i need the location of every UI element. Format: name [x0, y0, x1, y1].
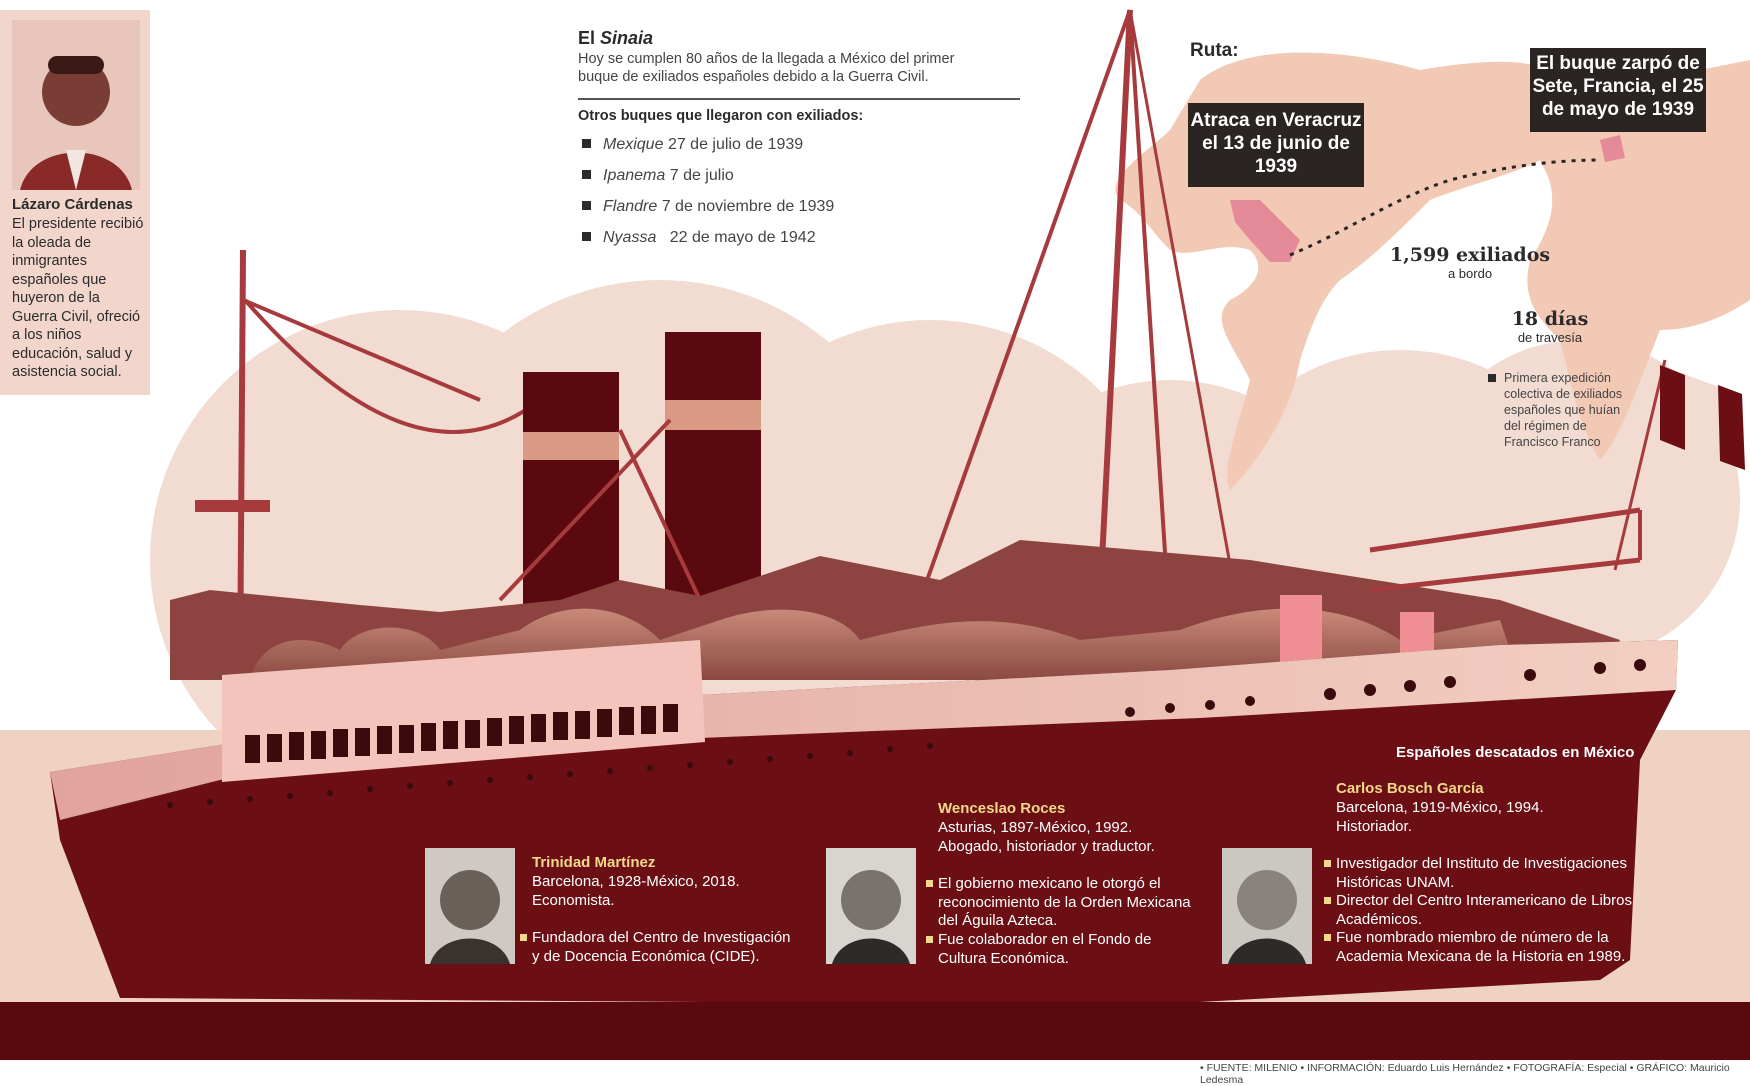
- ship-name: Flandre: [603, 198, 658, 215]
- bullet-icon: [1488, 374, 1496, 382]
- lazaro-cardenas-portrait: [12, 20, 140, 190]
- portrait-panel: [0, 10, 150, 395]
- bullet-icon: [1324, 934, 1331, 941]
- photo-wenceslao-roces: [826, 848, 916, 964]
- person-bullet: El gobierno mexicano le otorgó el recono…: [926, 875, 1203, 931]
- person-origin: Barcelona, 1928-México, 2018.: [532, 873, 740, 890]
- other-ships-heading: Otros buques que llegaron con exiliados:: [578, 108, 864, 124]
- ship-date: 7 de julio: [669, 167, 734, 184]
- person-origin: Asturias, 1897-México, 1992.: [938, 819, 1133, 836]
- ship-name: Ipanema: [603, 167, 666, 184]
- bullet-icon: [520, 934, 527, 941]
- person-bullet: Investigador del Instituto de Investigac…: [1324, 855, 1646, 892]
- days-count: 18 días: [1511, 308, 1589, 330]
- funnels: [498, 332, 761, 622]
- person-role: Historiador.: [1336, 818, 1412, 835]
- route-label: Ruta:: [1190, 40, 1239, 61]
- bullet-icon: [926, 880, 933, 887]
- bullet-icon: [926, 936, 933, 943]
- person-name: Wenceslao Roces: [938, 800, 1066, 817]
- bullet-icon: [582, 139, 591, 148]
- first-expedition-text: Primera expedición colectiva de exiliado…: [1504, 371, 1623, 449]
- photo-carlos-bosch-garcia: [1222, 848, 1312, 964]
- person-name: Carlos Bosch García: [1336, 780, 1484, 797]
- days-sub: de travesía: [1517, 330, 1583, 345]
- portholes: [167, 659, 1646, 808]
- bullet-icon: [1324, 897, 1331, 904]
- portrait-bio: El presidente recibió la oleada de inmig…: [12, 216, 144, 380]
- ship-name: Mexique: [603, 136, 664, 153]
- other-ship-item: Nyassa 22 de mayo de 1942: [582, 229, 816, 247]
- person-bullet: Fundadora del Centro de Investigación y …: [520, 929, 802, 966]
- divider: [578, 98, 1020, 100]
- person-name: Trinidad Martínez: [532, 854, 656, 871]
- person-bullet: Fue nombrado miembro de número de la Aca…: [1324, 929, 1646, 966]
- intro-text: Hoy se cumplen 80 años de la llegada a M…: [578, 51, 955, 85]
- bullet-text: El gobierno mexicano le otorgó el recono…: [938, 875, 1191, 929]
- exiles-sub: a bordo: [1447, 266, 1493, 281]
- portrait-name: Lázaro Cárdenas: [12, 196, 133, 213]
- masts: [195, 9, 1242, 681]
- bullet-text: Fundadora del Centro de Investigación y …: [532, 929, 791, 965]
- exiles-stat: 1,599 exiliados a bordo: [1380, 244, 1560, 281]
- bullet-text: Fue colaborador en el Fondo de Cultura E…: [938, 931, 1152, 967]
- person-bullet: Fue colaborador en el Fondo de Cultura E…: [926, 931, 1203, 968]
- ship-date: 7 de noviembre de 1939: [661, 198, 835, 215]
- mexican-flag-icon: [1613, 359, 1745, 571]
- other-ship-item: Flandre 7 de noviembre de 1939: [582, 198, 834, 216]
- bullet-text: Fue nombrado miembro de número de la Aca…: [1336, 929, 1626, 965]
- title-ship-name: Sinaia: [600, 28, 654, 48]
- person-role: Economista.: [532, 892, 615, 909]
- ship-date: 22 de mayo de 1942: [669, 229, 816, 246]
- ship-windows: [245, 704, 678, 763]
- arrival-callout: Atraca en Veracruz el 13 de junio de 193…: [1188, 103, 1364, 187]
- people-heading: Españoles descatados en México: [1396, 744, 1635, 761]
- ship-date: 27 de julio de 1939: [667, 136, 804, 153]
- departure-callout: El buque zarpó de Sete, Francia, el 25 d…: [1530, 48, 1706, 132]
- photo-trinidad-martinez: [425, 848, 515, 964]
- bullet-text: Investigador del Instituto de Investigac…: [1336, 855, 1628, 891]
- bullet-icon: [582, 201, 591, 210]
- bullet-icon: [582, 232, 591, 241]
- other-ship-item: Mexique 27 de julio de 1939: [582, 136, 803, 154]
- other-ship-item: Ipanema 7 de julio: [582, 167, 734, 185]
- person-role: Abogado, historiador y traductor.: [938, 838, 1155, 855]
- exiles-count: 1,599 exiliados: [1389, 244, 1551, 266]
- bullet-icon: [582, 170, 591, 179]
- person-bullet: Director del Centro Interamericano de Li…: [1324, 892, 1646, 929]
- page-title: El Sinaia: [578, 28, 653, 49]
- bullet-text: Director del Centro Interamericano de Li…: [1336, 892, 1632, 928]
- ship-name: Nyassa: [603, 229, 657, 246]
- title-prefix: El: [578, 28, 596, 48]
- bullet-icon: [1324, 860, 1331, 867]
- credits-footer: • FUENTE: MILENIO • INFORMACIÓN: Eduardo…: [1200, 1062, 1730, 1086]
- days-stat: 18 días de travesía: [1490, 308, 1610, 345]
- person-origin: Barcelona, 1919-México, 1994.: [1336, 799, 1544, 816]
